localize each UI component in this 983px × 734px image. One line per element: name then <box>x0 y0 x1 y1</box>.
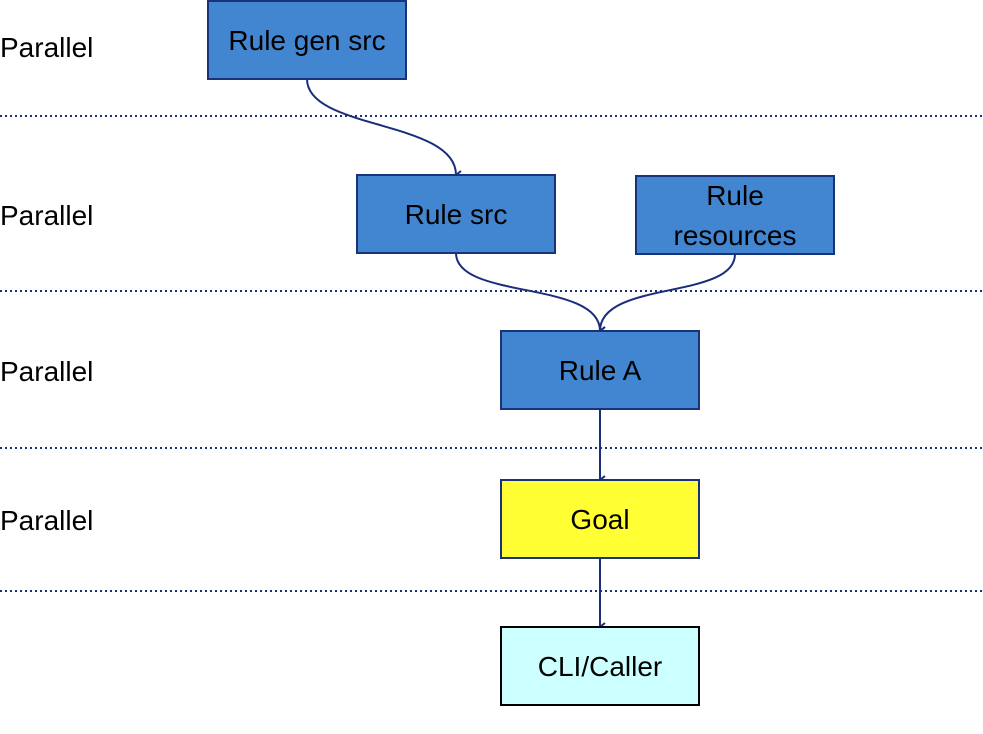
node-rule-resources[interactable]: Rule resources <box>635 175 835 255</box>
node-label: Rule gen src <box>228 25 385 56</box>
node-label: Rule src <box>405 199 508 230</box>
node-label: Goal <box>570 504 629 535</box>
node-cli-caller[interactable]: CLI/Caller <box>500 626 700 706</box>
edges <box>306 78 736 627</box>
node-label: CLI/Caller <box>538 651 662 682</box>
lane-label-1: Parallel <box>0 32 93 63</box>
node-goal[interactable]: Goal <box>500 479 700 559</box>
edge-rule-resources-to-rule-a <box>600 253 736 331</box>
node-label-line-1: Rule <box>706 180 764 211</box>
node-label: Rule A <box>559 355 642 386</box>
node-rule-src[interactable]: Rule src <box>356 174 556 254</box>
lane-label-2: Parallel <box>0 200 93 231</box>
node-rule-gen-src[interactable]: Rule gen src <box>207 0 407 80</box>
lane-label-4: Parallel <box>0 505 93 536</box>
lane-separators <box>0 115 983 592</box>
lane-label-3: Parallel <box>0 356 93 387</box>
edge-rule-gen-src-to-rule-src <box>306 78 456 175</box>
edge-rule-src-to-rule-a <box>455 252 600 331</box>
node-label-line-2: resources <box>674 220 797 251</box>
node-rule-a[interactable]: Rule A <box>500 330 700 410</box>
